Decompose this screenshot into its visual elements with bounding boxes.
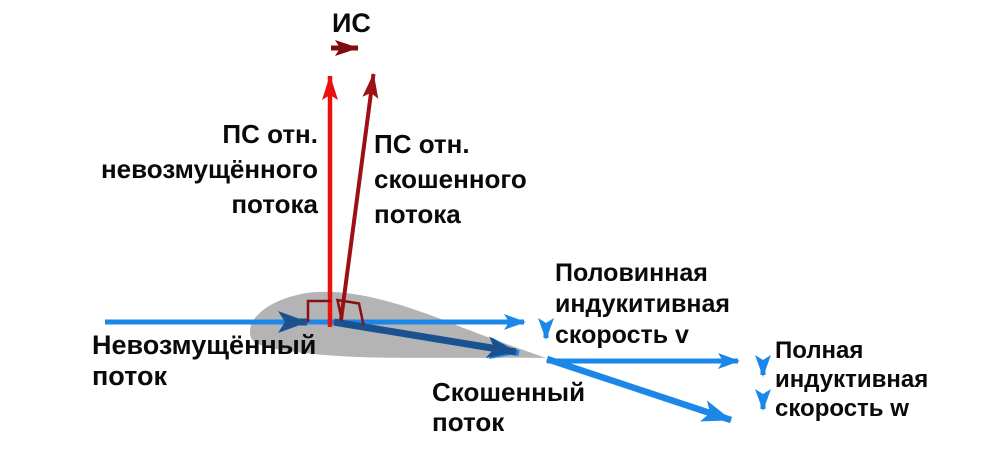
label-line: индуктивная [775, 366, 929, 393]
skewed-flow-vector-at-blade [333, 318, 517, 359]
label-line: Половинная [555, 259, 708, 287]
skewed-flow-label: Скошенный поток [432, 377, 585, 437]
label-line: поток [432, 407, 505, 437]
blade-speed-rel-undisturbed-label: ПС отн. невозмущённого потока [40, 117, 318, 222]
undisturbed-flow-label: Невозмущённый поток [92, 330, 316, 392]
label-line: ПС отн. [374, 129, 470, 159]
label-line: скошенного [374, 164, 527, 194]
label-line: невозмущённого [100, 154, 318, 184]
label-line: индукитивная [555, 290, 730, 318]
label-line: Скошенный [432, 377, 586, 407]
label-line: скорость w [775, 395, 909, 422]
skewed-flow-vector-downstream [545, 355, 733, 424]
full-induced-velocity-label: Полная индуктивная скорость w [775, 336, 928, 423]
label-line: Невозмущённый [92, 330, 317, 360]
label-line: потока [231, 189, 318, 219]
label-line: ПС отн. [222, 119, 318, 149]
label-line: поток [92, 361, 168, 391]
label-line: Полная [775, 337, 864, 364]
blade-speed-rel-skewed-vector [339, 73, 379, 321]
blade-speed-rel-skewed-label: ПС отн. скошенного потока [374, 127, 527, 232]
label-line: скорость v [555, 321, 689, 349]
right-angle-marker-slanted [335, 298, 365, 326]
resultant-velocity-label: ИС [332, 8, 371, 38]
label-line: потока [374, 199, 461, 229]
right-angle-marker-vertical [306, 299, 331, 322]
half-induced-velocity-label: Половинная индукитивная скорость v [555, 258, 730, 351]
